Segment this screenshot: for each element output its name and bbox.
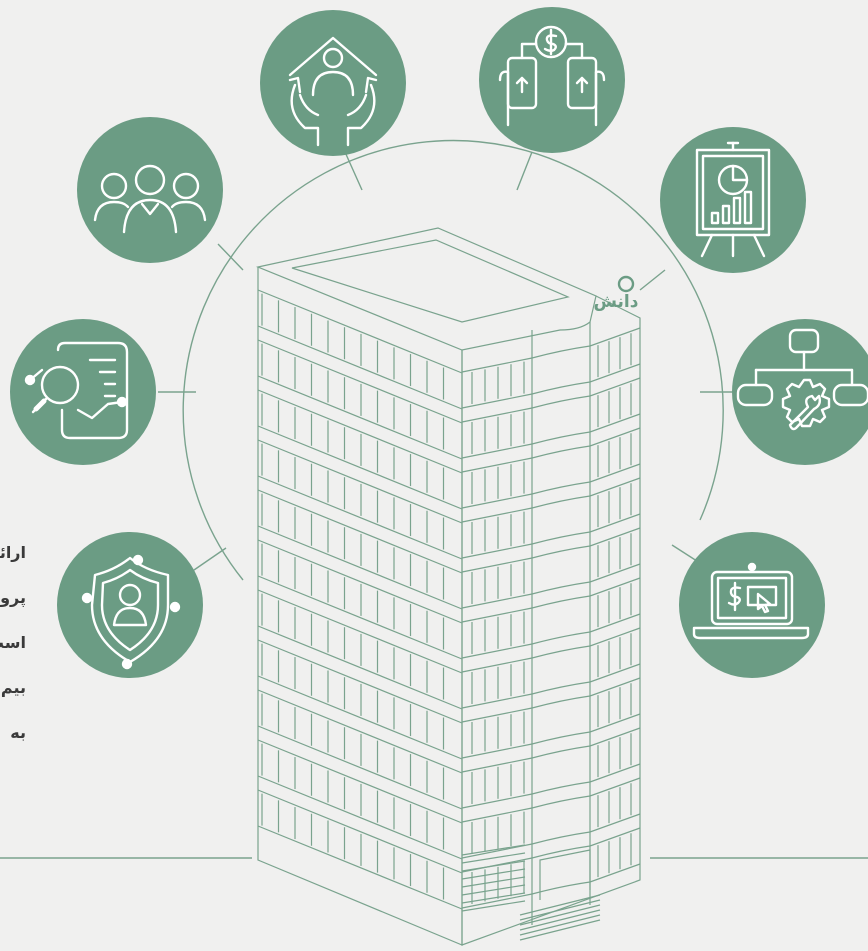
connector-lines [0,151,868,859]
shutter-line [461,892,526,904]
floor-line [257,789,463,874]
side-description: ارائه پرو است بیم به [0,530,26,755]
floor-line [257,439,463,524]
floor-line [461,763,641,809]
floor-line [257,639,463,724]
stair-step [519,914,601,936]
floor-line [461,563,641,609]
floor-line [257,725,463,810]
floor-line [461,413,641,459]
shutter-line [461,868,526,880]
side-text-line: بیم [0,678,26,697]
stair-step [519,894,601,916]
shutter-line [461,860,526,872]
process-settings-icon [732,319,868,465]
floor-line [257,289,463,374]
brand-name: دانش [593,292,639,312]
side-text-line: است [0,633,26,652]
brand-logo-ring [617,275,635,293]
floor-line [461,663,641,709]
floor-line [461,577,641,623]
mobile-payment-icon [479,7,625,153]
side-text-line: پرو [0,588,26,607]
shutter-line [461,876,526,888]
floor-line [461,813,641,859]
floor-line [461,427,641,473]
floor-line [257,425,463,510]
floor-line [461,477,641,523]
floor-line [461,713,641,759]
floor-line [257,575,463,660]
shutter-line [461,852,526,864]
floor-line [257,389,463,474]
building-left-face [257,267,463,946]
floor-line [257,775,463,860]
floor-line [461,363,641,409]
building-roof-inner [291,239,570,323]
stair-step [519,899,601,921]
presentation-chart-icon [660,127,806,273]
building [255,227,641,946]
floor-line [257,589,463,674]
floor-line [461,627,641,673]
stair-step [519,909,601,931]
floor-line [461,727,641,773]
side-text-line: ارائه [0,543,26,562]
floor-line [461,527,641,573]
floor-line [461,463,641,509]
care-hands-icon [260,10,406,156]
floor-line [461,677,641,723]
brand-logo: دانش [590,272,642,320]
stair-step [519,904,601,926]
floor-line [461,377,641,423]
floor-line [461,613,641,659]
floor-line [257,525,463,610]
floor-line [461,327,641,373]
floor-line [257,339,463,424]
floor-line [257,825,463,910]
floor-line [257,625,463,710]
document-search-icon [10,319,156,465]
shutter-line [461,900,526,912]
floor-line [461,863,641,909]
floor-line [257,689,463,774]
floor-line [257,489,463,574]
orbit-arc [182,139,724,581]
stair-step [519,919,601,941]
building-front-face [461,295,641,946]
entrance-door [539,849,591,900]
floor-line [257,375,463,460]
shutter-line [461,884,526,896]
floor-line [257,739,463,824]
side-text-line: به [10,723,26,742]
floor-line [461,777,641,823]
building-roof [255,227,597,351]
floor-line [257,475,463,560]
floor-line [257,675,463,760]
security-shield-icon [57,532,203,678]
floor-line [461,827,641,873]
floor-line [257,325,463,410]
shutter-line [461,844,526,856]
floor-line [461,513,641,559]
online-payment-laptop-icon [679,532,825,678]
team-icon [77,117,223,263]
floor-line [257,539,463,624]
